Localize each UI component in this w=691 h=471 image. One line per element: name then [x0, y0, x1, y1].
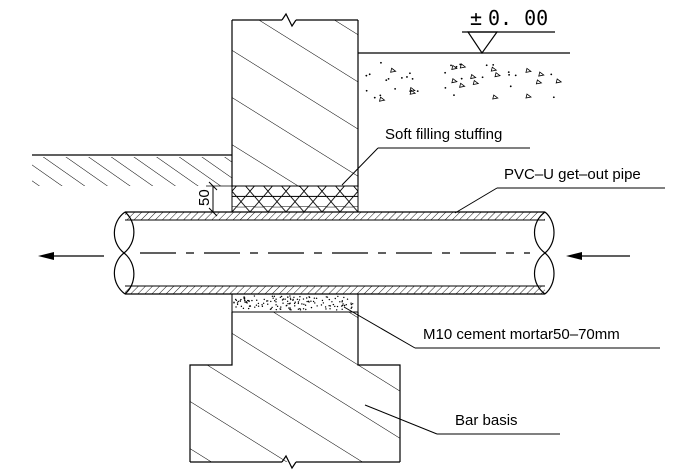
left-ground: [32, 154, 232, 186]
pvc-pipe-text: PVC–U get–out pipe: [504, 166, 641, 183]
elevation-value: 0. 00: [488, 6, 548, 30]
right-soil: [358, 52, 570, 102]
pvc-pipe: [113, 211, 555, 295]
bar-basis-text: Bar basis: [455, 412, 518, 429]
mortar-layer: [231, 293, 359, 313]
soft-filling-text: Soft filling stuffing: [385, 126, 502, 143]
elevation-marker: ± 0. 00: [462, 6, 555, 55]
mortar-text: M10 cement mortar50–70mm: [423, 326, 620, 343]
flow-arrow-left: [38, 252, 104, 260]
upper-wall: [231, 12, 359, 187]
label-mortar: M10 cement mortar50–70mm: [343, 306, 660, 349]
dimension-50: 50: [196, 181, 232, 217]
label-pvc-pipe: PVC–U get–out pipe: [454, 166, 665, 214]
lower-wall-foundation: [189, 312, 401, 470]
dimension-value: 50: [196, 189, 213, 206]
label-soft-filling: Soft filling stuffing: [341, 126, 530, 186]
label-bar-basis: Bar basis: [364, 404, 560, 435]
soft-filling-layer: [231, 185, 359, 213]
flow-arrow-right: [566, 252, 630, 260]
elevation-symbol: ±: [470, 6, 482, 30]
